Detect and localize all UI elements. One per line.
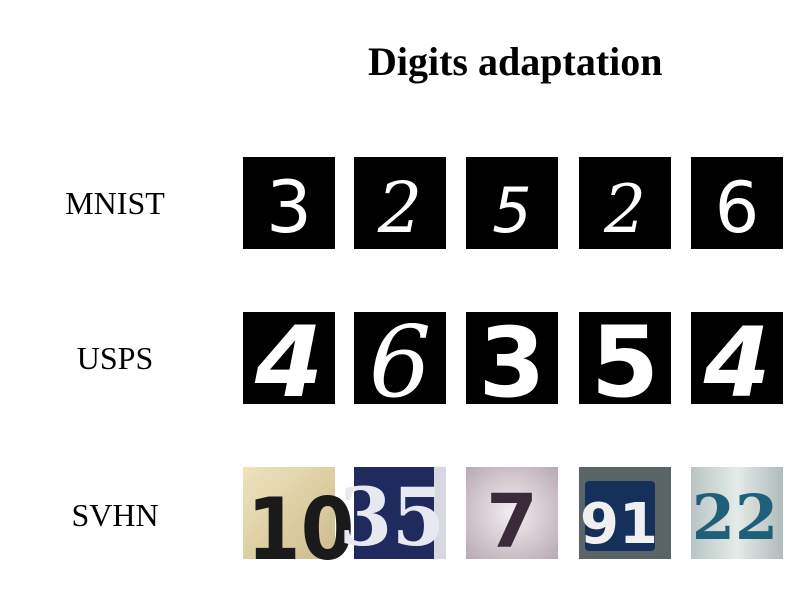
digit-glyph: 3	[479, 307, 546, 419]
digit-glyph: 2	[377, 167, 423, 249]
row-label-usps: USPS	[76, 340, 154, 376]
mnist-sample-2: 2	[354, 157, 446, 249]
figure-title: Digits adaptation	[368, 39, 663, 84]
svhn-sample-2: 35	[339, 467, 446, 564]
house-number: 35	[339, 471, 445, 564]
mnist-sample-1: 3	[243, 157, 335, 249]
digit-glyph: 4	[254, 306, 323, 420]
usps-sample-3: 3	[466, 307, 558, 419]
row-label-mnist: MNIST	[65, 185, 165, 221]
digit-glyph: 6	[715, 167, 760, 249]
row-label-svhn: SVHN	[71, 497, 159, 533]
digit-glyph: 3	[266, 165, 312, 249]
digit-glyph: 4	[703, 307, 771, 419]
house-number: 91	[580, 492, 658, 557]
digit-glyph: 2	[603, 171, 646, 248]
house-number: 10	[247, 480, 355, 580]
svhn-sample-5: 22	[691, 467, 783, 559]
digit-glyph: 5	[492, 174, 531, 247]
svhn-sample-3: 7	[466, 467, 558, 565]
mnist-sample-5: 6	[691, 157, 783, 249]
house-number: 22	[692, 481, 778, 554]
mnist-sample-3: 5	[466, 157, 558, 249]
usps-sample-2: 6	[354, 306, 446, 420]
usps-sample-5: 4	[691, 307, 783, 419]
mnist-sample-4: 2	[579, 157, 671, 249]
usps-sample-1: 4	[243, 306, 335, 420]
svhn-sample-1: 10	[243, 467, 354, 580]
digit-glyph: 6	[369, 306, 431, 420]
usps-sample-4: 5	[579, 306, 671, 420]
digit-glyph: 5	[591, 306, 659, 420]
house-number: 7	[486, 479, 538, 565]
svhn-sample-4: 91	[579, 467, 671, 559]
